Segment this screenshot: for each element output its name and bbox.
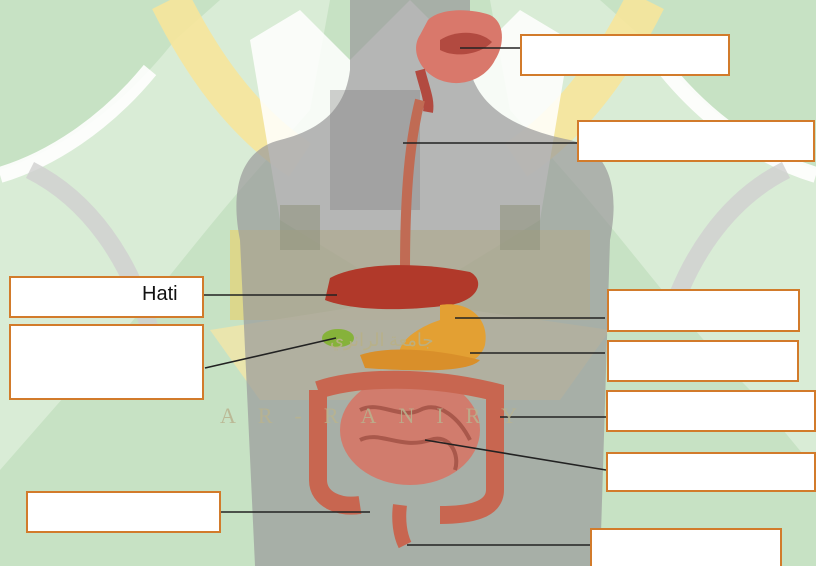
label-box-mouth[interactable] xyxy=(520,34,730,76)
label-hati: Hati xyxy=(142,283,178,306)
watermark-ar-raniry-text: AR-RANIRY xyxy=(220,403,539,429)
label-box-appendix[interactable] xyxy=(26,491,221,533)
label-box-stomach[interactable] xyxy=(607,289,800,332)
label-box-small-intestine[interactable] xyxy=(606,452,816,492)
watermark-arabic-text: جامعة الرانري xyxy=(330,330,434,351)
label-box-rectum[interactable] xyxy=(590,528,782,566)
label-box-large-intestine[interactable] xyxy=(606,390,816,432)
label-box-gallbladder[interactable] xyxy=(9,324,204,400)
label-box-pancreas[interactable] xyxy=(607,340,799,382)
label-box-esophagus[interactable] xyxy=(577,120,815,162)
